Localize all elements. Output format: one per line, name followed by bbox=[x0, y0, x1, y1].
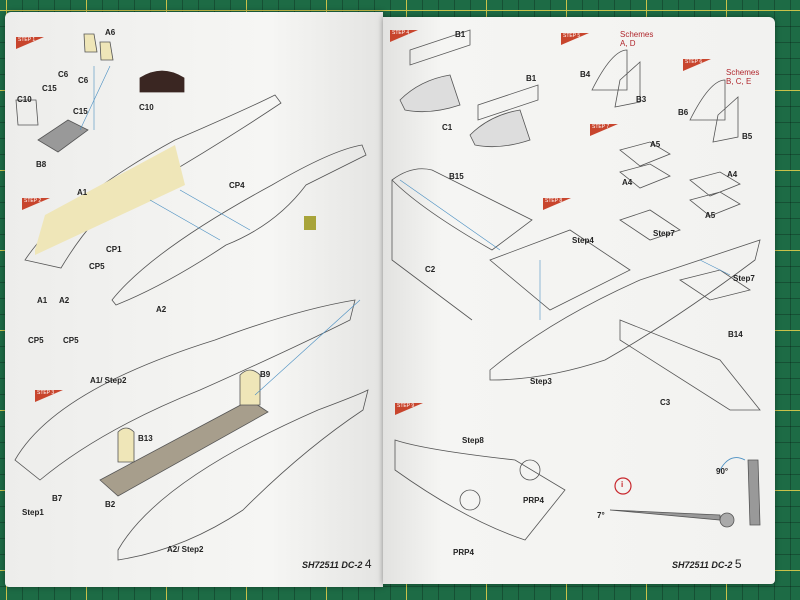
page-number: 5 bbox=[734, 557, 742, 571]
page-number: 4 bbox=[364, 557, 372, 571]
seats bbox=[83, 33, 114, 61]
part-label: C15 bbox=[42, 84, 57, 93]
part-label: C1 bbox=[442, 123, 453, 132]
part-label: B13 bbox=[138, 434, 153, 443]
part-label: B4 bbox=[580, 70, 591, 79]
part-label: A5 bbox=[705, 211, 716, 220]
part-label: B2 bbox=[105, 500, 116, 509]
part-label: A4 bbox=[622, 178, 633, 187]
part-label: Step4 bbox=[572, 236, 594, 245]
part-label: A5 bbox=[650, 140, 661, 149]
bulkhead-b13 bbox=[117, 427, 135, 463]
wing-c2 bbox=[391, 180, 473, 321]
part-label: Step1 bbox=[22, 508, 44, 517]
fuselage-step3 bbox=[14, 299, 356, 481]
wing-step9 bbox=[394, 439, 566, 541]
left-footer: SH72511 DC-2 4 bbox=[302, 557, 372, 571]
part-label: B5 bbox=[742, 132, 753, 141]
part-label: A2/ Step2 bbox=[167, 545, 204, 554]
part-label: C6 bbox=[78, 76, 89, 85]
footer-code: SH72511 DC-2 bbox=[672, 560, 733, 570]
fuselage-a1-interior bbox=[35, 145, 185, 255]
part-label: C15 bbox=[73, 107, 88, 116]
left-page bbox=[5, 12, 383, 587]
engine-front bbox=[459, 489, 481, 511]
tail-fin-angle bbox=[747, 459, 761, 526]
part-label: CP5 bbox=[63, 336, 79, 345]
part-label: B3 bbox=[636, 95, 647, 104]
fuselage-section bbox=[719, 512, 735, 528]
angle-label: 7° bbox=[597, 511, 605, 520]
part-label: Step7 bbox=[733, 274, 755, 283]
part-label: CP4 bbox=[229, 181, 245, 190]
part-label: B9 bbox=[260, 370, 271, 379]
tailplane-step7a bbox=[619, 141, 671, 189]
part-label: B6 bbox=[678, 108, 689, 117]
engine-front bbox=[519, 459, 541, 481]
part-label: B8 bbox=[36, 160, 47, 169]
assembly-guide-lines bbox=[79, 65, 731, 396]
footer-code: SH72511 DC-2 bbox=[302, 560, 363, 570]
fuselage-a2 bbox=[111, 144, 367, 306]
part-label: CP5 bbox=[89, 262, 105, 271]
engine-nacelles bbox=[399, 74, 531, 148]
schemes-bce-note: Schemes B, C, E bbox=[726, 68, 760, 86]
part-label: A1 bbox=[37, 296, 48, 305]
centre-section bbox=[489, 229, 631, 311]
wing-b14 bbox=[619, 319, 761, 411]
floor-b2 bbox=[99, 399, 269, 497]
part-label: B1 bbox=[455, 30, 466, 39]
right-footer: SH72511 DC-2 5 bbox=[672, 557, 742, 571]
info-label: i bbox=[621, 480, 624, 489]
angle-label: 90° bbox=[716, 467, 729, 476]
tailplane-step7b bbox=[689, 171, 741, 217]
part-label: C10 bbox=[17, 95, 32, 104]
instrument-panel bbox=[139, 70, 185, 93]
fin-rudder-ad bbox=[591, 49, 641, 108]
part-label: C2 bbox=[425, 265, 436, 274]
part-label: B7 bbox=[52, 494, 63, 503]
bulkhead bbox=[15, 99, 39, 126]
angle-90-arc bbox=[719, 457, 746, 471]
part-label: Step3 bbox=[530, 377, 552, 386]
part-label: A1/ Step2 bbox=[90, 376, 127, 385]
paint-color-chip bbox=[304, 216, 316, 230]
part-label: CP5 bbox=[28, 336, 44, 345]
schemes-ad-note: Schemes A, D bbox=[620, 30, 654, 48]
right-page bbox=[383, 17, 775, 584]
part-label: B14 bbox=[728, 330, 743, 339]
part-label: CP1 bbox=[106, 245, 122, 254]
part-label: A2 bbox=[59, 296, 70, 305]
part-label: C10 bbox=[139, 103, 154, 112]
tailplanes-assembled bbox=[619, 209, 751, 301]
part-label: B1 bbox=[526, 74, 537, 83]
part-label: PRP4 bbox=[523, 496, 544, 505]
part-label: Step7 bbox=[653, 229, 675, 238]
part-label: A6 bbox=[105, 28, 116, 37]
part-label: A1 bbox=[77, 188, 88, 197]
part-label: C6 bbox=[58, 70, 69, 79]
wing-dihedral-diagram bbox=[609, 509, 721, 521]
part-label: B15 bbox=[449, 172, 464, 181]
fuselage-assembled bbox=[489, 239, 761, 381]
cockpit-floor bbox=[37, 119, 89, 153]
bulkhead-b9 bbox=[239, 369, 261, 406]
fin-rudder-bce bbox=[689, 79, 739, 143]
wing-b15 bbox=[391, 168, 533, 251]
part-label: A2 bbox=[156, 305, 167, 314]
wing-panels-b1 bbox=[409, 29, 539, 121]
part-label: C3 bbox=[660, 398, 671, 407]
fuselage-step3-b bbox=[117, 389, 369, 561]
part-label: A4 bbox=[727, 170, 738, 179]
part-label: PRP4 bbox=[453, 548, 474, 557]
info-icon bbox=[614, 477, 632, 495]
part-label: Step8 bbox=[462, 436, 484, 445]
